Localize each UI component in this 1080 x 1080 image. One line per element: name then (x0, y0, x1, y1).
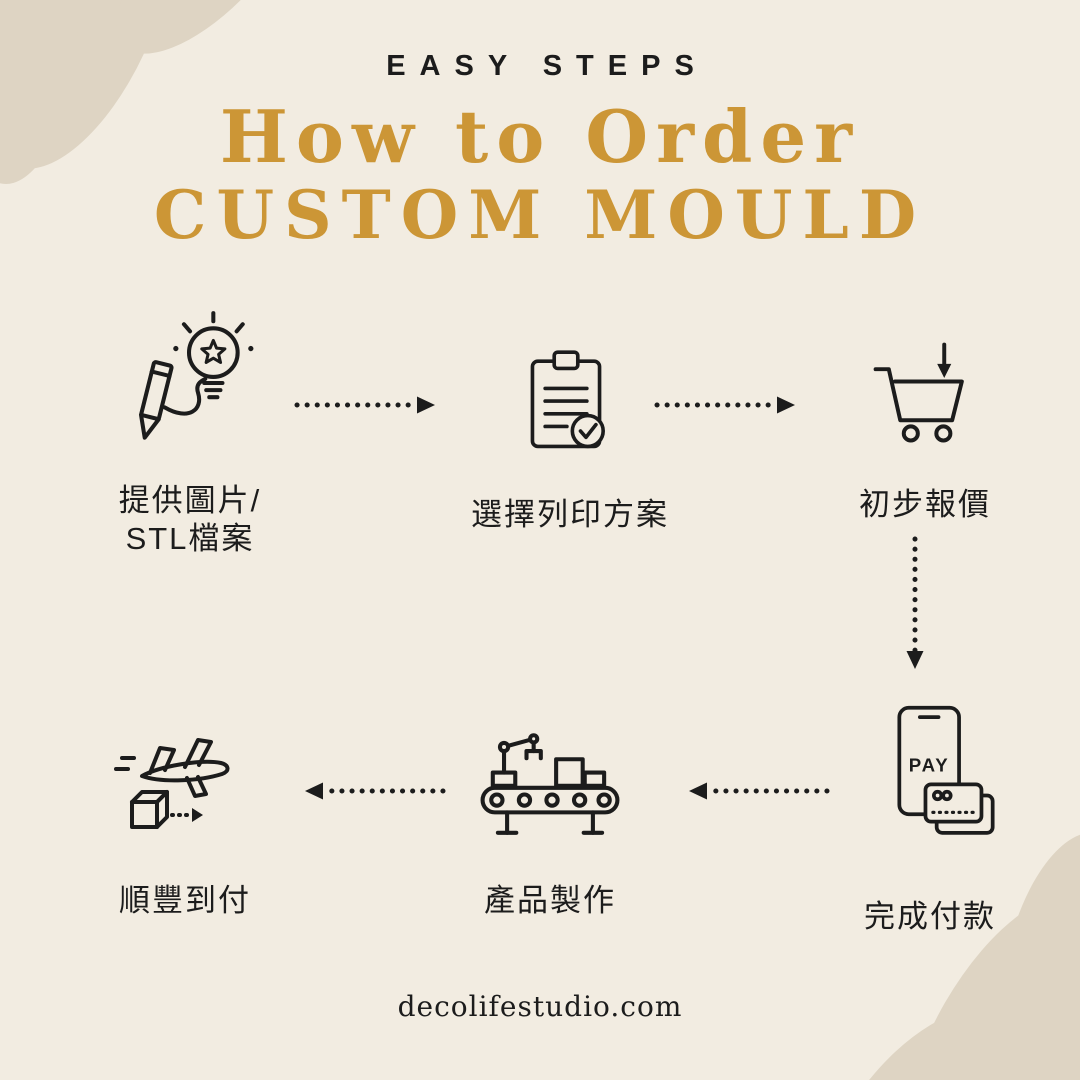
step-label-complete-payment: 完成付款 (864, 899, 996, 934)
page-title-line1: How to Order (219, 94, 861, 179)
dotted-arrow-left-icon (689, 782, 830, 800)
mobile-payment-icon: PAY (897, 705, 995, 835)
dotted-arrow-right-icon (654, 396, 795, 414)
step-label-production: 產品製作 (484, 883, 616, 918)
production-line-icon (480, 733, 620, 835)
step-label-initial-quote: 初步報價 (859, 487, 991, 522)
print-plan-checklist-icon (530, 350, 605, 449)
website-url: decolifestudio.com (397, 990, 683, 1023)
dotted-arrow-down-icon (906, 536, 924, 669)
dotted-arrow-left-icon (305, 782, 446, 800)
idea-sketch-icon (138, 311, 254, 440)
quote-cart-icon (873, 342, 964, 443)
page-title-line2: CUSTOM MOULD (153, 176, 927, 254)
step-label-sf-delivery: 順豐到付 (119, 883, 251, 918)
step-label-provide-files: 提供圖片/ STL檔案 (118, 483, 262, 556)
eyebrow-title: EASY STEPS (386, 50, 708, 82)
dotted-arrow-right-icon (294, 396, 435, 414)
pay-label: PAY (909, 754, 950, 775)
step-label-choose-print-plan: 選擇列印方案 (471, 497, 669, 532)
shipping-delivery-icon (114, 738, 230, 829)
